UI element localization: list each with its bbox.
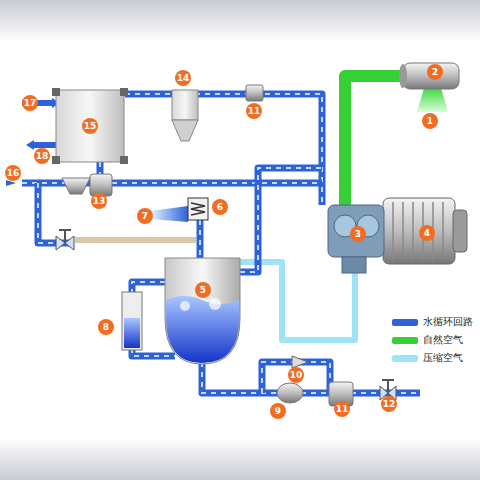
valve <box>246 85 263 101</box>
flange <box>52 88 60 96</box>
sight-glass-water <box>124 318 140 348</box>
heat-exchanger <box>56 90 124 162</box>
callout-number: 5 <box>195 282 211 298</box>
water-pipe <box>38 183 72 243</box>
callout-number: 17 <box>22 95 39 111</box>
valve-stem <box>382 380 394 393</box>
water-pipe <box>202 362 420 393</box>
water-tank <box>165 258 240 364</box>
callout-number: 14 <box>175 70 192 86</box>
water-pipe <box>199 220 201 258</box>
sight-glass <box>122 292 142 350</box>
water-pipe <box>125 94 322 205</box>
bubble <box>180 301 190 311</box>
air-intake-cone <box>417 88 448 112</box>
outlet-arrow <box>26 140 34 150</box>
filter-bowl <box>172 120 198 141</box>
motor-end <box>453 210 467 252</box>
solenoid <box>188 198 208 220</box>
callout-number: 15 <box>82 118 99 134</box>
legend-swatch <box>392 319 418 326</box>
legend-row: 压缩空气 <box>392 351 463 365</box>
legend-text: 自然空气 <box>423 333 463 347</box>
flange <box>120 88 128 96</box>
air-filter-end <box>399 64 407 88</box>
outlet-pipe <box>34 142 58 148</box>
legend-swatch <box>392 337 418 344</box>
spray <box>150 206 188 222</box>
callout-number: 10 <box>288 367 305 383</box>
water-pipe <box>125 94 322 205</box>
callout-number: 16 <box>5 165 22 181</box>
tank-water <box>166 296 239 363</box>
beige-pipe <box>75 237 196 243</box>
water-pipe <box>202 362 420 393</box>
filter-housing <box>172 90 198 120</box>
water-pipe <box>240 168 322 272</box>
valve-stem <box>59 230 71 243</box>
background-band <box>0 0 480 42</box>
callout-number: 8 <box>98 319 114 335</box>
callout-number: 1 <box>422 113 438 129</box>
legend-text: 压缩空气 <box>423 351 463 365</box>
callout-number: 18 <box>34 148 51 164</box>
callout-number: 2 <box>427 64 443 80</box>
bubble <box>209 298 221 310</box>
air-filter <box>403 63 459 89</box>
coil <box>191 203 205 215</box>
legend-row: 水循环回路 <box>392 315 473 329</box>
callout-number: 13 <box>91 193 108 209</box>
callout-number: 12 <box>381 396 398 412</box>
legend-swatch <box>392 355 418 362</box>
water-pipe <box>240 168 322 272</box>
water-pipe <box>38 183 72 243</box>
natural-air-pipe <box>345 76 400 212</box>
flange <box>52 156 60 164</box>
legend-row: 自然空气 <box>392 333 463 347</box>
callout-number: 11 <box>246 103 263 119</box>
y-strainer <box>62 178 90 194</box>
callout-number: 11 <box>334 401 351 417</box>
motor <box>383 198 455 264</box>
background-band <box>0 438 480 480</box>
legend-text: 水循环回路 <box>423 315 473 329</box>
callout-number: 9 <box>270 403 286 419</box>
motor-fins <box>393 202 443 260</box>
flange <box>120 156 128 164</box>
callout-number: 4 <box>419 225 435 241</box>
strainer <box>277 383 303 403</box>
callout-number: 7 <box>137 208 153 224</box>
callout-number: 3 <box>350 226 366 242</box>
water-pipe <box>197 220 204 258</box>
discharge <box>342 257 366 273</box>
callout-number: 6 <box>212 199 228 215</box>
compressor <box>328 205 384 257</box>
